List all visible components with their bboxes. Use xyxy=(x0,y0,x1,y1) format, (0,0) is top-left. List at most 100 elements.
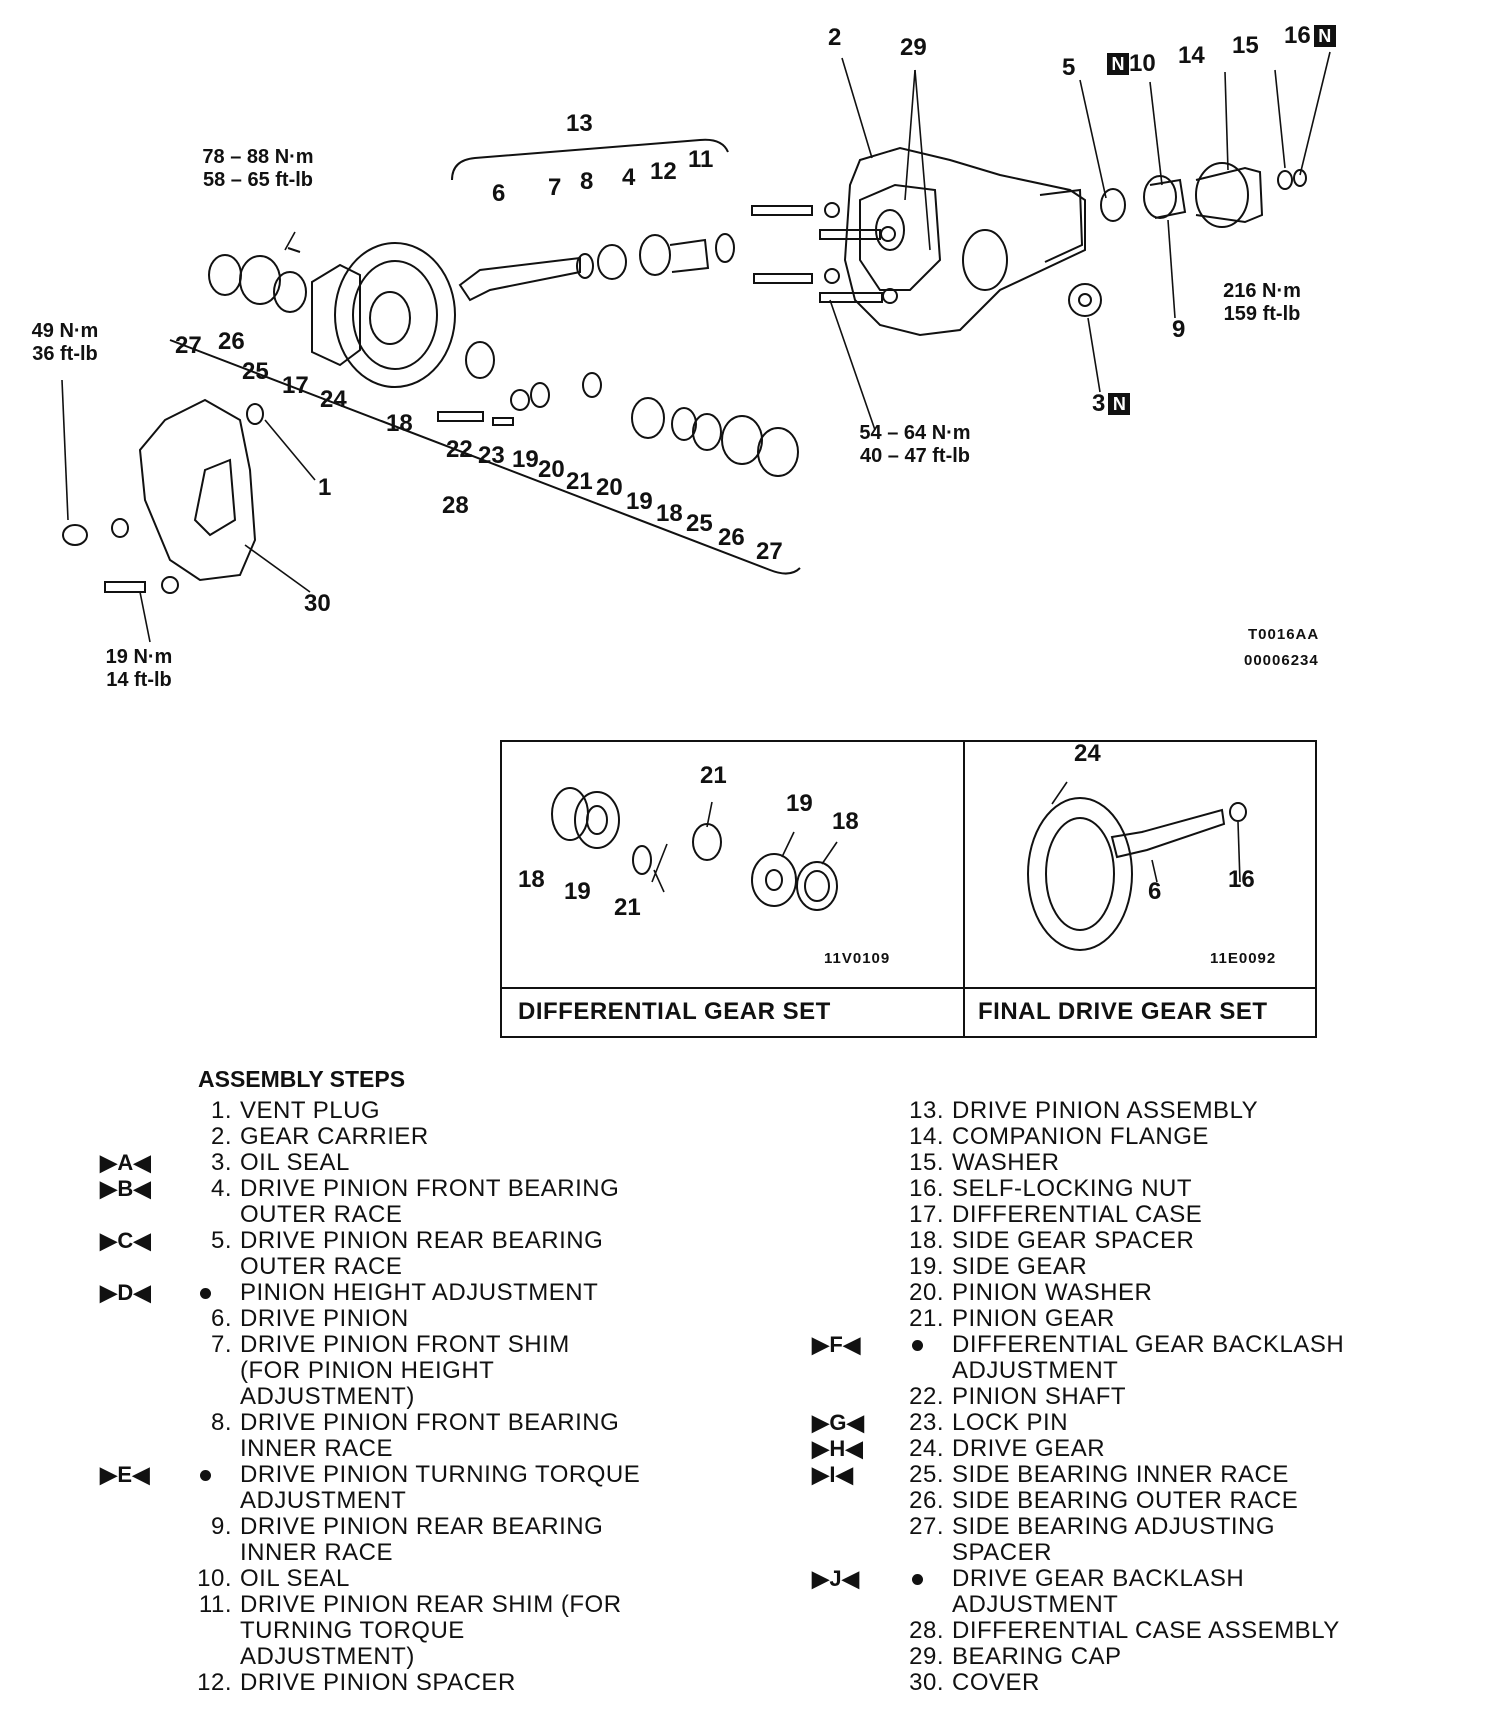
assembly-step: 11.DRIVE PINION REAR SHIM (FOR xyxy=(100,1592,700,1618)
callout-2: 2 xyxy=(828,24,842,51)
assembly-step: 27. SIDE BEARING ADJUSTING xyxy=(812,1514,1412,1540)
assembly-step: 17.DIFFERENTIAL CASE xyxy=(812,1202,1412,1228)
step-text: SIDE GEAR xyxy=(952,1253,1088,1280)
step-text: DRIVE PINION REAR BEARING xyxy=(240,1513,604,1540)
callout-25b: 25 xyxy=(686,510,713,537)
step-text: ADJUSTMENT xyxy=(952,1357,1119,1384)
step-text: SIDE BEARING ADJUSTING xyxy=(952,1513,1276,1540)
assembly-step: 30.COVER xyxy=(812,1670,1412,1696)
assembly-step: ▶I◀25.SIDE BEARING INNER RACE xyxy=(812,1462,1412,1488)
callout-22: 22 xyxy=(446,436,473,463)
differential-internals-drawing xyxy=(437,341,799,477)
callout-26b: 26 xyxy=(718,524,745,551)
step-text: DRIVE GEAR BACKLASH xyxy=(952,1565,1245,1592)
assembly-step: 10.OIL SEAL xyxy=(100,1566,700,1592)
step-text: DRIVE PINION FRONT BEARING xyxy=(240,1409,620,1436)
n-mark: N xyxy=(1107,53,1129,75)
assembly-step: 14.COMPANION FLANGE xyxy=(812,1124,1412,1150)
step-text: ADJUSTMENT) xyxy=(240,1643,415,1670)
assembly-step: 22.PINION SHAFT xyxy=(812,1384,1412,1410)
assembly-step-continuation: ADJUSTMENT) xyxy=(100,1644,700,1670)
assembly-step: 8. DRIVE PINION FRONT BEARING xyxy=(100,1410,700,1436)
step-number: 28. xyxy=(909,1617,944,1644)
step-number: 5. xyxy=(210,1227,232,1254)
step-number: 24. xyxy=(909,1435,944,1462)
step-number: 15. xyxy=(909,1149,944,1176)
step-text: PINION GEAR xyxy=(952,1305,1115,1332)
callout-18b: 18 xyxy=(656,500,683,527)
step-number: 25. xyxy=(909,1461,944,1488)
step-number: 27. xyxy=(909,1513,944,1540)
inset-callout-19-right: 19 xyxy=(786,790,813,817)
step-number: 23. xyxy=(909,1409,944,1436)
step-number: 14. xyxy=(909,1123,944,1150)
adjustment-bullet-icon xyxy=(200,1470,211,1481)
step-number: 8. xyxy=(210,1409,232,1436)
adjustment-bullet-icon xyxy=(912,1574,923,1585)
service-point-mark: ▶G◀ xyxy=(812,1410,865,1435)
callout-12: 12 xyxy=(650,158,677,185)
step-text: SIDE BEARING OUTER RACE xyxy=(952,1487,1299,1514)
step-text: PINION WASHER xyxy=(952,1279,1153,1306)
assembly-step: 18. SIDE GEAR SPACER xyxy=(812,1228,1412,1254)
assembly-step: ▶A◀3.OIL SEAL xyxy=(100,1150,700,1176)
service-point-mark: ▶D◀ xyxy=(100,1280,152,1305)
step-number: 18. xyxy=(909,1227,944,1254)
callout-20: 20 xyxy=(538,456,565,483)
inset-code-right: 11E0092 xyxy=(1210,950,1277,967)
step-text: BEARING CAP xyxy=(952,1643,1122,1670)
assembly-step: 26.SIDE BEARING OUTER RACE xyxy=(812,1488,1412,1514)
step-text: DRIVE PINION ASSEMBLY xyxy=(952,1097,1259,1124)
assembly-step: 15. WASHER xyxy=(812,1150,1412,1176)
assembly-step-continuation: ADJUSTMENT) xyxy=(100,1384,700,1410)
bracket-28 xyxy=(169,339,801,575)
step-text: PINION HEIGHT ADJUSTMENT xyxy=(240,1279,599,1306)
inset-callout-21-top: 21 xyxy=(700,762,727,789)
adjustment-bullet-icon xyxy=(200,1288,211,1299)
differential-gear-set-caption: DIFFERENTIAL GEAR SET xyxy=(518,998,831,1025)
callout-15: 15 xyxy=(1232,32,1259,59)
step-text: SELF-LOCKING NUT xyxy=(952,1175,1193,1202)
step-number: 6. xyxy=(210,1305,232,1332)
assembly-steps-title: ASSEMBLY STEPS xyxy=(198,1066,406,1092)
assembly-step: 1.VENT PLUG xyxy=(100,1098,700,1124)
assembly-step-continuation: TURNING TORQUE xyxy=(100,1618,700,1644)
exploded-view-drawing xyxy=(61,51,1331,643)
inset-divider-vertical xyxy=(963,742,965,1038)
step-text: DRIVE PINION xyxy=(240,1305,409,1332)
n-mark: N xyxy=(1313,25,1336,47)
assembly-step: ▶H◀24.DRIVE GEAR xyxy=(812,1436,1412,1462)
callout-27b: 27 xyxy=(756,538,783,565)
callout-9: 9 xyxy=(1172,316,1186,343)
callout-29: 29 xyxy=(900,34,927,61)
assembly-step: 21.PINION GEAR xyxy=(812,1306,1412,1332)
step-number: 30. xyxy=(909,1669,944,1696)
callout-20b: 20 xyxy=(596,474,623,501)
step-text: SIDE GEAR SPACER xyxy=(952,1227,1195,1254)
step-number: 4. xyxy=(210,1175,232,1202)
callout-11: 11 xyxy=(688,146,714,173)
step-number: 1. xyxy=(210,1097,232,1124)
step-text: SPACER xyxy=(952,1539,1052,1566)
step-text: WASHER xyxy=(952,1149,1060,1176)
pinion-rear-parts-drawing xyxy=(1068,162,1307,317)
assembly-step: 28.DIFFERENTIAL CASE ASSEMBLY xyxy=(812,1618,1412,1644)
inset-callout-18-right: 18 xyxy=(832,808,859,835)
assembly-step: 6. DRIVE PINION xyxy=(100,1306,700,1332)
step-text: DRIVE PINION REAR SHIM (FOR xyxy=(240,1591,622,1618)
assembly-step: 12.DRIVE PINION SPACER xyxy=(100,1670,700,1696)
differential-gear-set-drawing xyxy=(551,787,838,911)
callout-28: 28 xyxy=(442,492,469,519)
step-text: DIFFERENTIAL CASE xyxy=(952,1201,1203,1228)
step-text: SIDE BEARING INNER RACE xyxy=(952,1461,1289,1488)
step-text: DRIVE PINION REAR BEARING xyxy=(240,1227,604,1254)
inset-divider-horizontal xyxy=(502,987,1315,989)
callout-1: 1 xyxy=(318,474,332,501)
assembly-step: ▶F◀DIFFERENTIAL GEAR BACKLASH xyxy=(812,1332,1412,1358)
